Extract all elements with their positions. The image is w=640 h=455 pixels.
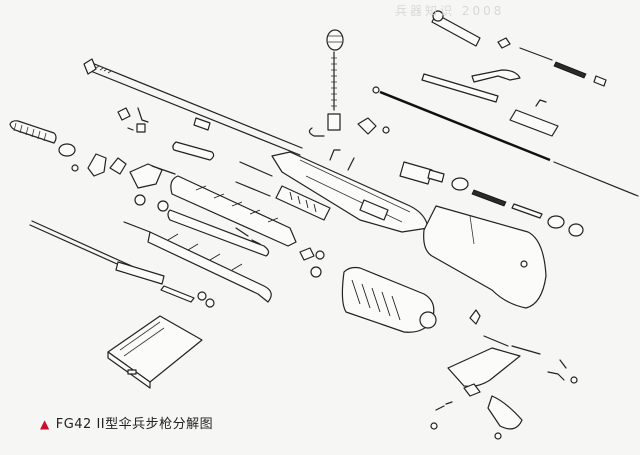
pistol-grip (341, 266, 437, 333)
small-pins (235, 227, 325, 278)
magazine (107, 315, 203, 389)
figure-caption: ▲ FG42 II型伞兵步枪分解图 (40, 413, 213, 432)
gas-piston-rod (29, 220, 215, 308)
receiver (271, 149, 429, 233)
watermark-text: 兵器知识 2008 (395, 4, 505, 18)
barrel (83, 58, 303, 156)
bolt-cluster (399, 161, 584, 237)
rear-sight-assembly (308, 29, 390, 137)
caption-text: FG42 II型伞兵步枪分解图 (55, 417, 214, 432)
front-sight-parts (87, 107, 215, 212)
bolt-and-springs (421, 10, 607, 137)
handguard-lower (123, 209, 272, 303)
recoil-spring (372, 86, 639, 197)
buttstock (423, 205, 547, 309)
muzzle-brake (9, 120, 79, 172)
trigger-group (430, 309, 578, 440)
handguard-upper (170, 161, 297, 247)
caption-marker-icon: ▲ (40, 417, 50, 431)
